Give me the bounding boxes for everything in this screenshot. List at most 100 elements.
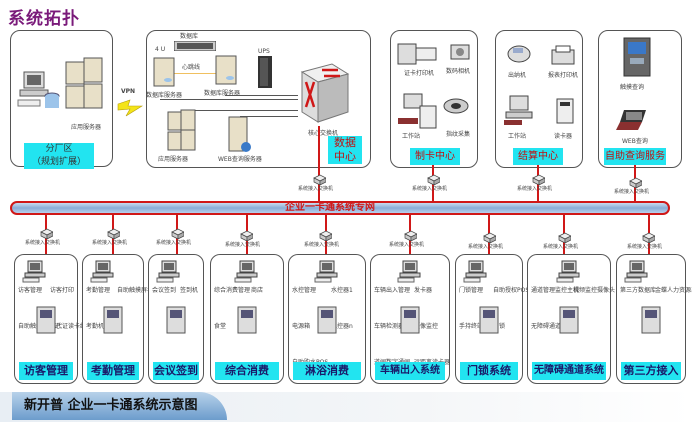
device-icon [317, 306, 337, 334]
access-switch-label: 系统接入交换机 [156, 240, 192, 246]
section-item-label: 门锁 [493, 323, 506, 330]
link-app [190, 110, 298, 111]
access-switch-icon [629, 177, 642, 188]
access-switch-label: 系统接入交换机 [543, 244, 579, 250]
section-item-label: 考勤机 [86, 323, 105, 330]
access-switch-icon [313, 174, 326, 185]
access-switch-label: 系统接入交换机 [614, 189, 650, 195]
db-server-2-label: 数据库服务器 [204, 90, 241, 97]
section-item-label: 无障碍通道系统 [531, 323, 574, 330]
core-switch-icon [300, 63, 350, 123]
vpn-lightning-icon [117, 99, 144, 117]
footer-caption: 新开普 企业一卡通系统示意图 [24, 398, 198, 413]
vpn-label: VPN [121, 88, 136, 95]
access-switch-label: 系统接入交换机 [25, 240, 61, 246]
section-item-label: 电源箱 [292, 323, 311, 330]
cashier-icon [507, 45, 531, 63]
access-switch-label: 系统接入交换机 [412, 186, 448, 192]
workstation-icon [234, 260, 258, 283]
card-workstation-icon [398, 93, 437, 129]
footer-tab [12, 392, 227, 420]
page-title: 系统拓扑 [8, 9, 80, 29]
branch-label-line1: 分厂区 [45, 144, 73, 154]
section-item-label: 自助授权POS [493, 287, 530, 294]
access-switch-icon [171, 228, 184, 239]
access-switch-icon [532, 174, 545, 185]
access-switch-icon [40, 228, 53, 239]
db-server-1-label: 数据库服务器 [146, 92, 183, 99]
datacenter-label-line1: 数据 [334, 136, 356, 149]
access-switch-label: 系统接入交换机 [304, 242, 340, 248]
access-switch-icon [404, 230, 417, 241]
section-item-label: 金蝶人力资源系统 [655, 287, 692, 294]
network-bus-label: 企业一卡通系统专网 [285, 202, 375, 213]
card-center-item-1: 数码相机 [446, 68, 471, 75]
link-db1 [160, 99, 298, 100]
fingerprint-icon [443, 98, 469, 114]
access-switch-label: 系统接入交换机 [468, 244, 504, 250]
laptop-icon [616, 110, 646, 130]
section-item-label: 签到机 [180, 287, 199, 294]
link-web [240, 116, 298, 117]
section-label: 访客管理 [19, 362, 73, 380]
section-label: 车辆出入系统 [375, 362, 445, 380]
section-item-label: 门锁管理 [459, 287, 484, 294]
dc-app-server-icon [167, 109, 196, 151]
section-label: 综合消费 [215, 362, 279, 380]
device-icon [559, 306, 579, 334]
report-printer-icon [551, 45, 575, 65]
section-label: 考勤管理 [87, 362, 139, 380]
camera-icon [450, 44, 470, 60]
section-label: 门锁系统 [460, 362, 518, 380]
access-switch-icon [427, 174, 440, 185]
device-icon [103, 306, 123, 334]
section-label: 无障碍通道系统 [532, 362, 606, 380]
access-switch-label: 系统接入交换机 [298, 186, 334, 192]
card-printer-icon [397, 43, 437, 65]
rack-label: 4 U [155, 46, 166, 53]
settlement-workstation-icon [504, 95, 533, 125]
ups-label: UPS [258, 48, 270, 55]
branch-server-label: 应用服务器 [70, 124, 101, 131]
section-item-label: 考勤管理 [86, 287, 111, 294]
card-center-item-3: 指纹采集 [446, 131, 471, 138]
device-icon [166, 306, 186, 334]
core-switch-label: 核心交换机 [308, 130, 339, 137]
link-db2 [225, 95, 298, 96]
app-server-icon [65, 57, 103, 109]
section-item-label: 第三方数据库 [620, 287, 657, 294]
section-item-label: 水控器n [331, 323, 353, 330]
access-switch-icon [558, 232, 571, 243]
storage-array-icon [174, 41, 216, 51]
access-switch-icon [642, 232, 655, 243]
section-item-label: 发卡器 [414, 287, 433, 294]
device-icon [400, 306, 420, 334]
db-server-2-icon [215, 55, 237, 85]
db-server-1-icon [153, 57, 175, 87]
section-item-label: 车辆出入管理 [374, 287, 411, 294]
access-switch-label: 系统接入交换机 [92, 240, 128, 246]
settlement-item-2: 工作站 [508, 133, 527, 140]
workstation-icon [314, 260, 338, 283]
access-switch-icon [483, 232, 496, 243]
card-center-item-0: 证卡打印机 [404, 70, 435, 77]
self-service-item-0: 触摸查询 [620, 84, 645, 91]
access-switch-label: 系统接入交换机 [517, 186, 553, 192]
section-item-label: 访客打印 [50, 287, 75, 294]
section-item-label: 会议签到 [152, 287, 177, 294]
section-item-label: 食堂 [214, 323, 227, 330]
access-switch-label: 系统接入交换机 [389, 242, 425, 248]
web-server-label: WEB查询服务器 [218, 156, 262, 163]
access-switch-icon [240, 230, 253, 241]
section-item-label: 综合消费管理 [214, 287, 251, 294]
workstation-icon [624, 260, 648, 283]
section-item-label: 水控器1 [331, 287, 353, 294]
workstation-icon [397, 260, 421, 283]
workstation-icon [156, 260, 180, 283]
section-item-label: 访客管理 [18, 287, 43, 294]
network-bus [10, 201, 670, 215]
card-center-label: 制卡中心 [410, 148, 460, 165]
branch-label-line2: （规划扩展） [31, 157, 86, 167]
heartbeat-label: 心跳线 [182, 64, 201, 71]
dc-app-server-label: 应用服务器 [158, 156, 189, 163]
